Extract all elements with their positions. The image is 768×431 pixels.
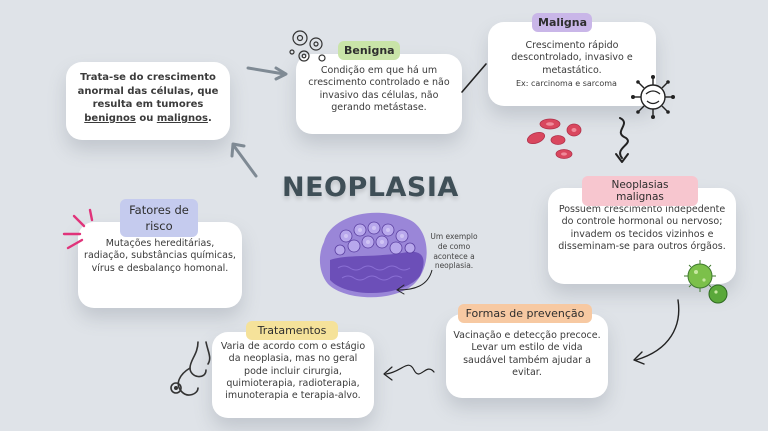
maligna-text: Crescimento rápido descontrolado, invasi… [511, 40, 633, 76]
prevencao-text: Vacinação e detecção precoce. Levar um e… [453, 330, 601, 379]
curved-arrow-icon [633, 299, 680, 365]
page-title: NEOPLASIA [282, 172, 459, 203]
intro-end: . [207, 112, 212, 124]
prevencao-card: Vacinação e detecção precoce. Levar um e… [446, 314, 608, 398]
neoplasias-malignas-tag: Neoplasias malignas [582, 176, 698, 206]
virus-icon [631, 75, 675, 119]
tissue-illustration [319, 212, 427, 298]
intro-card: Trata-se do crescimento anormal das célu… [66, 62, 230, 140]
benigna-card: Condição em que há um crescimento contro… [296, 54, 462, 134]
fatores-tag: Fatores de risco [120, 199, 198, 238]
squiggle-arrow-icon [383, 364, 435, 381]
curved-arrow-icon [615, 117, 629, 163]
arrow-icon [230, 142, 258, 178]
prevencao-tag: Formas de prevenção [458, 304, 592, 323]
blood-cells-icon [526, 118, 582, 159]
tratamentos-card: Varia de acordo com o estágio da neoplas… [212, 332, 374, 418]
spark-lines-icon [62, 208, 94, 250]
stethoscope-icon [170, 341, 211, 396]
intro-connector: ou [139, 112, 154, 124]
intro-text: Trata-se do crescimento anormal das célu… [77, 72, 219, 110]
tratamentos-text: Varia de acordo com o estágio da neoplas… [220, 341, 366, 402]
neoplasias-malignas-text: Possuem crescimento indepedente do contr… [558, 204, 726, 253]
maligna-tag: Maligna [532, 13, 592, 32]
benigna-tag: Benigna [338, 41, 400, 60]
benigna-text: Condição em que há um crescimento contro… [308, 65, 450, 114]
intro-malignos: malignos [156, 112, 208, 124]
cells-doodle-icon [289, 30, 326, 62]
tratamentos-tag: Tratamentos [246, 321, 338, 340]
connector-line [461, 63, 487, 93]
intro-benignos: benignos [84, 112, 136, 124]
arrow-icon [246, 66, 288, 81]
fatores-text: Mutações hereditárias, radiação, substân… [84, 238, 236, 274]
bacteria-icon [684, 260, 728, 304]
maligna-card: Crescimento rápido descontrolado, invasi… [488, 22, 656, 106]
maligna-example: Ex: carcinoma e sarcoma [516, 79, 617, 89]
illustration-note: Um exemplo de como acontece a neoplasia. [430, 232, 478, 271]
note-arrow-icon [396, 269, 433, 295]
